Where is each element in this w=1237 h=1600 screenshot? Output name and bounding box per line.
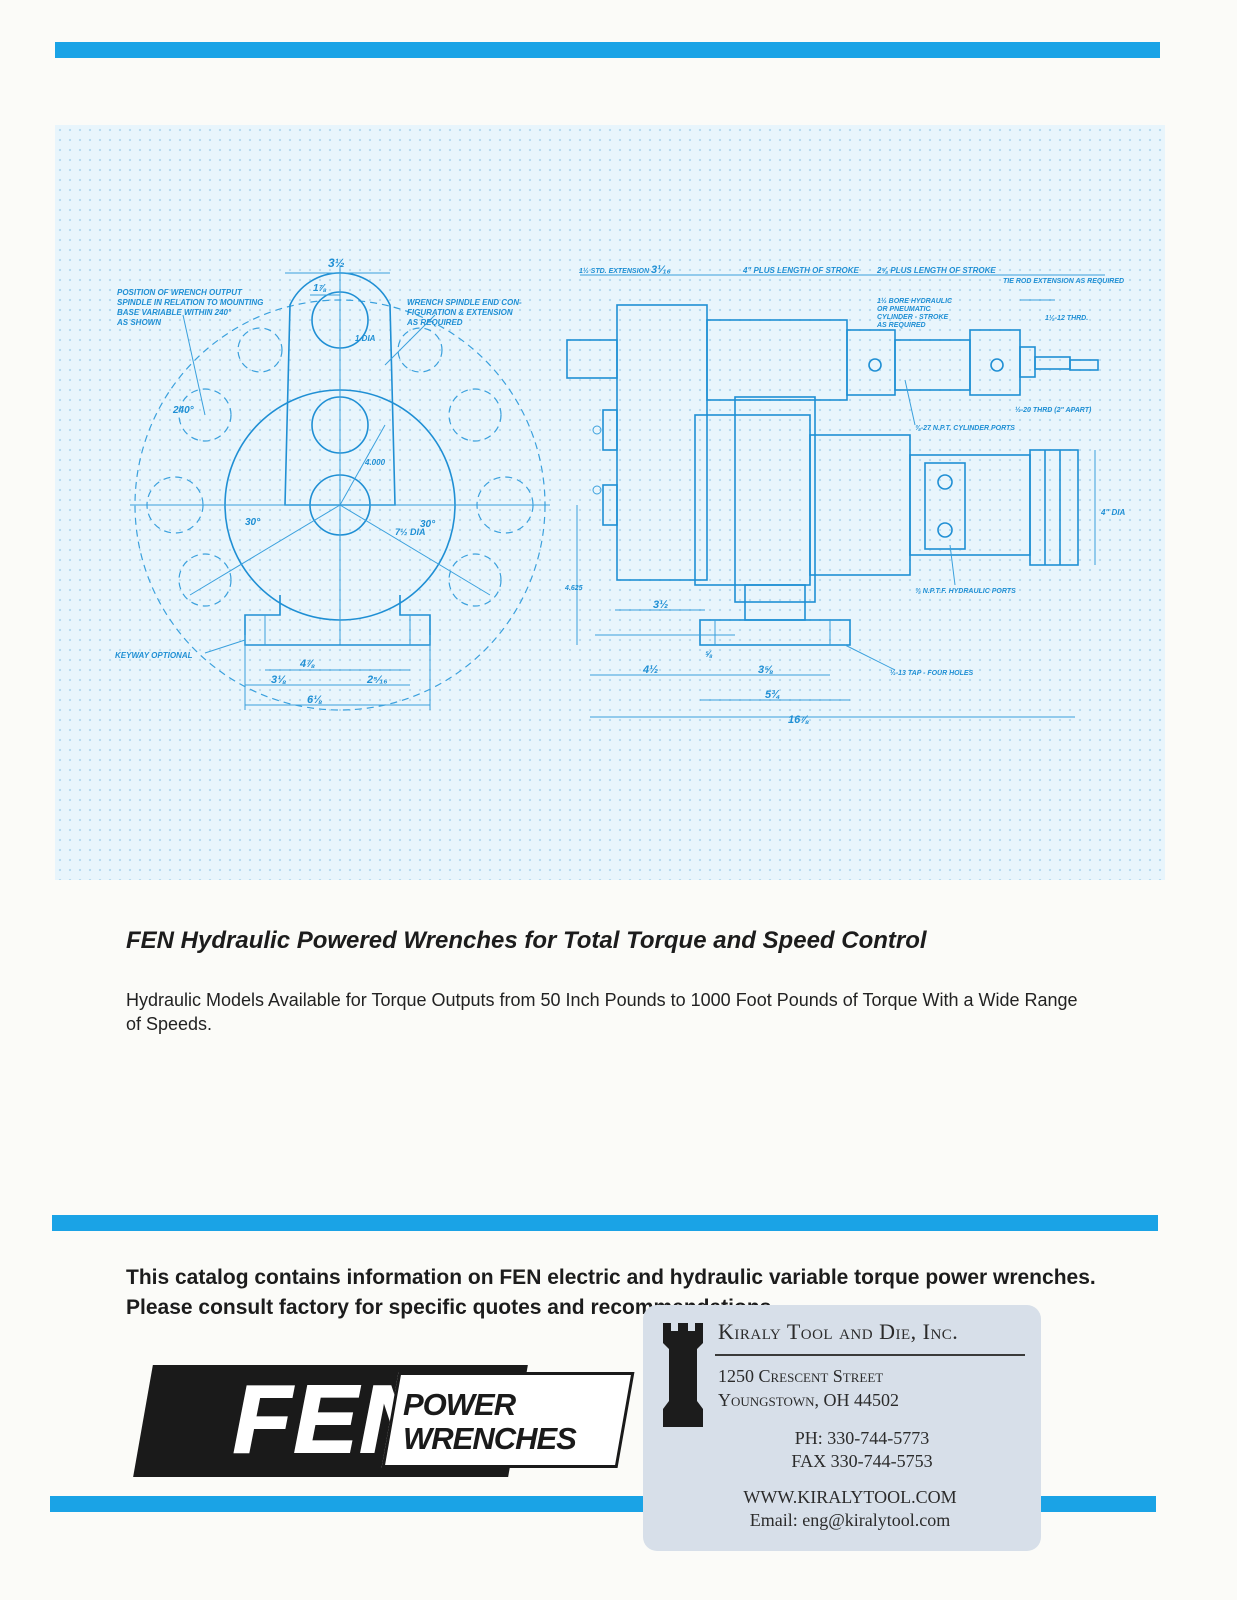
dim-38: ⅝ bbox=[705, 649, 713, 659]
dim-overall: 16⅞ bbox=[788, 714, 809, 726]
note-spindle-l3: AS REQUIRED bbox=[406, 318, 463, 327]
dim-316: 3¹⁄₁₆ bbox=[651, 264, 671, 276]
dim-small-r: 1 DIA bbox=[355, 334, 376, 343]
top-rule bbox=[55, 42, 1160, 58]
dim-358: 3⅝ bbox=[758, 664, 773, 676]
company-name: Kiraly Tool and Die, Inc. bbox=[718, 1319, 959, 1344]
website[interactable]: WWW.KIRALYTOOL.COM bbox=[743, 1487, 957, 1507]
tap-note: ½-13 TAP - FOUR HOLES bbox=[890, 669, 974, 677]
body-text: Hydraulic Models Available for Torque Ou… bbox=[126, 990, 1078, 1034]
note-bore-l2: OR PNEUMATIC bbox=[877, 306, 931, 313]
dim-30b: 30° bbox=[420, 519, 436, 530]
note-position-l1: POSITION OF WRENCH OUTPUT bbox=[117, 288, 243, 297]
note-bore-l4: AS REQUIRED bbox=[876, 322, 926, 329]
dim-30a: 30° bbox=[245, 517, 261, 528]
dim-rad: 4.000 bbox=[364, 458, 386, 467]
distributor-card: Kiraly Tool and Die, Inc. 1250 Crescent … bbox=[643, 1305, 1041, 1551]
dim-ext: 1½ STD. EXTENSION bbox=[579, 267, 650, 275]
dim-dia: 7½ DIA bbox=[395, 527, 426, 537]
email[interactable]: Email: eng@kiralytool.com bbox=[749, 1510, 951, 1530]
logo-line-power: POWER bbox=[403, 1387, 516, 1422]
dim-thread: 1⅛-12 THRD. bbox=[1045, 315, 1088, 322]
dim-rod: TIE ROD EXTENSION AS REQUIRED bbox=[1003, 278, 1124, 285]
note-bore-l1: 1½ BORE HYDRAULIC bbox=[877, 297, 953, 305]
company-underline bbox=[715, 1354, 1025, 1356]
blueprint-drawing: POSITION OF WRENCH OUTPUT SPINDLE IN REL… bbox=[55, 125, 1165, 880]
ports-hyd: ⅜ N.P.T.F. HYDRAULIC PORTS bbox=[915, 588, 1016, 595]
phone: PH: 330-744-5773 bbox=[794, 1428, 930, 1448]
dim-240: 240° bbox=[172, 405, 195, 416]
note-position-l4: AS SHOWN bbox=[116, 318, 161, 327]
fax: FAX 330-744-5753 bbox=[791, 1451, 933, 1471]
middle-rule bbox=[52, 1215, 1158, 1231]
dim-top: 3½ bbox=[328, 256, 345, 270]
dim-dia4: 4" DIA bbox=[1100, 508, 1125, 517]
note-spindle-l2: FIGURATION & EXTENSION bbox=[407, 308, 513, 317]
ports-cyl: ⅜-27 N.P.T. CYLINDER PORTS bbox=[915, 425, 1015, 432]
dim-height: 4.625 bbox=[564, 585, 583, 592]
dim-base-d: 6⅛ bbox=[307, 694, 322, 706]
dim-base-a: 4⅞ bbox=[299, 658, 315, 670]
rook-icon bbox=[663, 1323, 703, 1427]
logo-line-wrenches: WRENCHES bbox=[403, 1421, 577, 1456]
note-bore-l3: CYLINDER - STROKE bbox=[877, 314, 949, 321]
keyway-note: KEYWAY OPTIONAL bbox=[115, 651, 193, 660]
dim-top2: 1⅞ bbox=[313, 283, 327, 294]
dim-312: 3½ bbox=[653, 599, 668, 611]
note-spindle-l1: WRENCH SPINDLE END CON- bbox=[407, 298, 522, 307]
dim-stroke4: 4" PLUS LENGTH OF STROKE bbox=[742, 266, 859, 275]
dim-stroke2: 2⅝ PLUS LENGTH OF STROKE bbox=[876, 266, 996, 275]
headline: FEN Hydraulic Powered Wrenches for Total… bbox=[126, 927, 927, 954]
dim-534: 5¾ bbox=[765, 689, 780, 701]
dim-base-b: 3⅛ bbox=[271, 674, 286, 686]
street-address: 1250 Crescent Street bbox=[718, 1366, 884, 1386]
city-address: Youngstown, OH 44502 bbox=[718, 1390, 900, 1410]
blueprint-svg: POSITION OF WRENCH OUTPUT SPINDLE IN REL… bbox=[115, 256, 1125, 726]
dim-base-c: 2⁵⁄₁₆ bbox=[366, 674, 388, 686]
dim-20: ½-20 THRD (2" APART) bbox=[1015, 406, 1092, 414]
end-view: POSITION OF WRENCH OUTPUT SPINDLE IN REL… bbox=[115, 256, 550, 711]
dim-412: 4½ bbox=[642, 664, 658, 676]
note-position-l2: SPINDLE IN RELATION TO MOUNTING bbox=[117, 298, 263, 307]
note-position-l3: BASE VARIABLE WITHIN 240° bbox=[117, 308, 232, 317]
catalog-notice: This catalog contains information on FEN… bbox=[126, 1266, 1096, 1319]
side-view: 1½ STD. EXTENSION 3¹⁄₁₆ 4" PLUS LENGTH O… bbox=[564, 264, 1125, 726]
fen-logo: FEN POWER WRENCHES bbox=[133, 1360, 635, 1485]
